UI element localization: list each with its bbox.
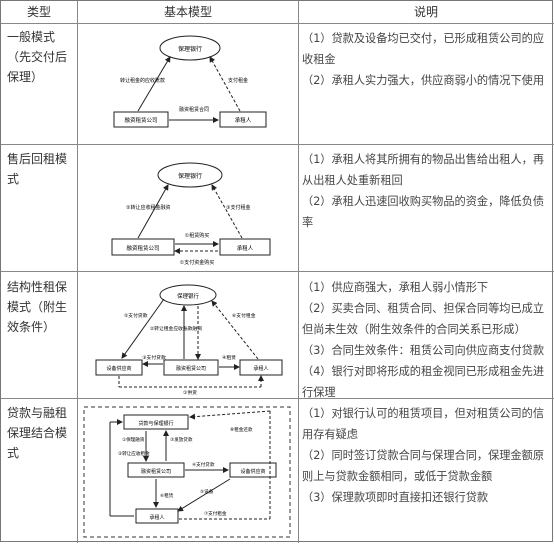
row-divider <box>1 271 554 272</box>
desc-item: （2）承租人实力强大，供应商弱小的情况下使用 <box>302 74 545 87</box>
lessor-node <box>111 238 175 256</box>
desc-item: （3）保理款项即时直接扣还银行贷款 <box>302 491 489 504</box>
lessee-node <box>135 508 179 524</box>
row3-diagram: 保理银行 设备供应商 融资租赁公司 承租人 ⑤支付贷款 ②转让租金应收账款融资 … <box>80 275 296 397</box>
bank-node <box>159 35 221 61</box>
header-desc: 说明 <box>413 5 438 19</box>
lessor-node <box>127 462 185 478</box>
desc-item: （1）对银行认可的租赁项目，但对租赁公司的信用存有疑虑 <box>302 407 545 441</box>
arrow-label: ③支付租金 <box>226 204 250 211</box>
arrow-label: ⑥支付租金 <box>232 312 256 319</box>
bank-node <box>157 162 223 188</box>
desc-item: （2）同时签订贷款合同与保理合同，保理金额原则上与贷款金额相同，或低于贷款金额 <box>302 449 545 483</box>
arrow-label: ⑧租金还款 <box>230 426 253 433</box>
lessee-label: 承租人 <box>253 365 268 372</box>
arrow-label: ②转让租金应收账款融资 <box>150 325 202 332</box>
arrow-label: ①租赁购买 <box>185 232 209 239</box>
desc-item: （2）承租人迅速回收购买物品的资金，降低负债率 <box>302 195 545 229</box>
arrow-label: 融资租赁合同 <box>179 106 209 113</box>
supplier-node <box>229 462 277 478</box>
arrow <box>209 56 241 112</box>
supplier-label: 设备供应商 <box>240 468 265 475</box>
lessee-label: 承租人 <box>237 244 254 252</box>
arrow-label: 支付租金 <box>228 77 248 84</box>
arrow-label: ③支付贷款 <box>142 354 166 361</box>
lessor-label: 融资租赁公司 <box>176 365 206 372</box>
bank-label: 保理银行 <box>178 45 202 53</box>
desc-item: （3）合同生效条件：租赁公司向供应商支付贷款 <box>302 344 545 357</box>
bank-node <box>159 284 217 306</box>
bank-node <box>123 414 189 430</box>
lessor-node <box>163 359 219 376</box>
row4-diagram: 贷款与保理银行 融资租赁公司 设备供应商 承租人 ①保理融资 ③发放贷款 ②转让… <box>80 401 296 541</box>
bank-label: 贷款与保理银行 <box>138 420 173 427</box>
arrow-label: ⑦支付租金 <box>204 510 227 517</box>
arrow <box>137 56 171 112</box>
row1-diagram: 保理银行 融资租赁公司 承租人 转让租金的应收账款 支付租金 融资租赁合同 <box>80 26 296 142</box>
arrow-label: ⑤设备 <box>200 488 214 495</box>
row-divider <box>1 23 554 24</box>
row1-desc: （1）贷款及设备均已交付，已形成租赁公司的应收租金 （2）承租人实力强大，供应商… <box>302 28 548 91</box>
header-type: 类型 <box>26 5 51 19</box>
arrow <box>137 184 169 239</box>
row-divider <box>1 144 554 145</box>
row2-diagram: 保理银行 融资租赁公司 承租人 ②转让应收租金融资 ③支付租金 ①租赁购买 ①支… <box>80 147 296 269</box>
lessor-label: 融资租赁公司 <box>126 244 159 252</box>
row4-desc: （1）对银行认可的租赁项目，但对租赁公司的信用存有疑虑 （2）同时签订贷款合同与… <box>302 403 548 508</box>
row3-type: 结构性租保模式（附生效条件） <box>7 280 68 334</box>
arrow-label: ②转让应收租金融资 <box>126 204 170 211</box>
arrow-label: ④租赁 <box>222 354 236 361</box>
arrow <box>189 410 271 420</box>
lessee-label: 承租人 <box>149 514 164 521</box>
arrow-label: ②转让应收租金 <box>118 450 150 457</box>
arrow-label: ④支付贷款 <box>192 461 215 468</box>
lessee-node <box>219 111 267 128</box>
arrow-label: ⑥租赁 <box>160 492 174 499</box>
desc-item: （1）供应商强大，承租人弱小情形下 <box>302 281 489 294</box>
lessor-label: 融资租赁公司 <box>124 116 157 124</box>
lessee-node <box>219 238 271 256</box>
row2-type: 售后回租模式 <box>7 152 68 186</box>
bank-label: 保理银行 <box>177 292 200 300</box>
arrow <box>211 184 243 239</box>
lessee-label: 承租人 <box>235 116 252 124</box>
lessor-node <box>113 111 169 128</box>
row3-desc: （1）供应商强大，承租人弱小情形下 （2）买卖合同、租赁合同、担保合同等均已成立… <box>302 277 548 403</box>
row4-type: 贷款与融租保理结合模式 <box>7 406 68 460</box>
desc-item: （4）银行对即将形成的租金视同已形成租金先进行保理 <box>302 365 545 399</box>
supplier-node <box>95 359 143 376</box>
arrow-label: ⑤支付贷款 <box>124 312 148 319</box>
arrow-label: ①保理融资 <box>122 436 145 443</box>
row-divider <box>1 398 554 399</box>
arrow <box>211 300 259 360</box>
row1-type: 一般模式（先交付后保理） <box>7 30 68 84</box>
bank-label: 保理银行 <box>178 172 202 180</box>
row2-desc: （1）承租人将其所拥有的物品出售给出租人，再从出租人处重新租回 （2）承租人迅速… <box>302 149 548 233</box>
arrow <box>121 298 165 359</box>
lessor-label: 融资租赁公司 <box>141 468 171 475</box>
arrow-label: ③发放贷款 <box>170 436 193 443</box>
supplier-label: 设备供应商 <box>106 365 131 372</box>
desc-item: （1）贷款及设备均已交付，已形成租赁公司的应收租金 <box>302 32 545 66</box>
desc-item: （1）承租人将其所拥有的物品出售给出租人，再从出租人处重新租回 <box>302 153 545 187</box>
header-model: 基本模型 <box>163 5 212 19</box>
arrow <box>177 478 231 512</box>
arrow-label: ①供货 <box>183 389 197 396</box>
desc-item: （2）买卖合同、租赁合同、担保合同等均已成立但尚未生效（附生效条件的合同关系已形… <box>302 302 545 336</box>
arrow-label: ①支付资金购买 <box>180 259 214 266</box>
arrow-label: 转让租金的应收账款 <box>120 77 165 84</box>
column-divider <box>298 1 299 543</box>
column-divider <box>77 1 78 543</box>
